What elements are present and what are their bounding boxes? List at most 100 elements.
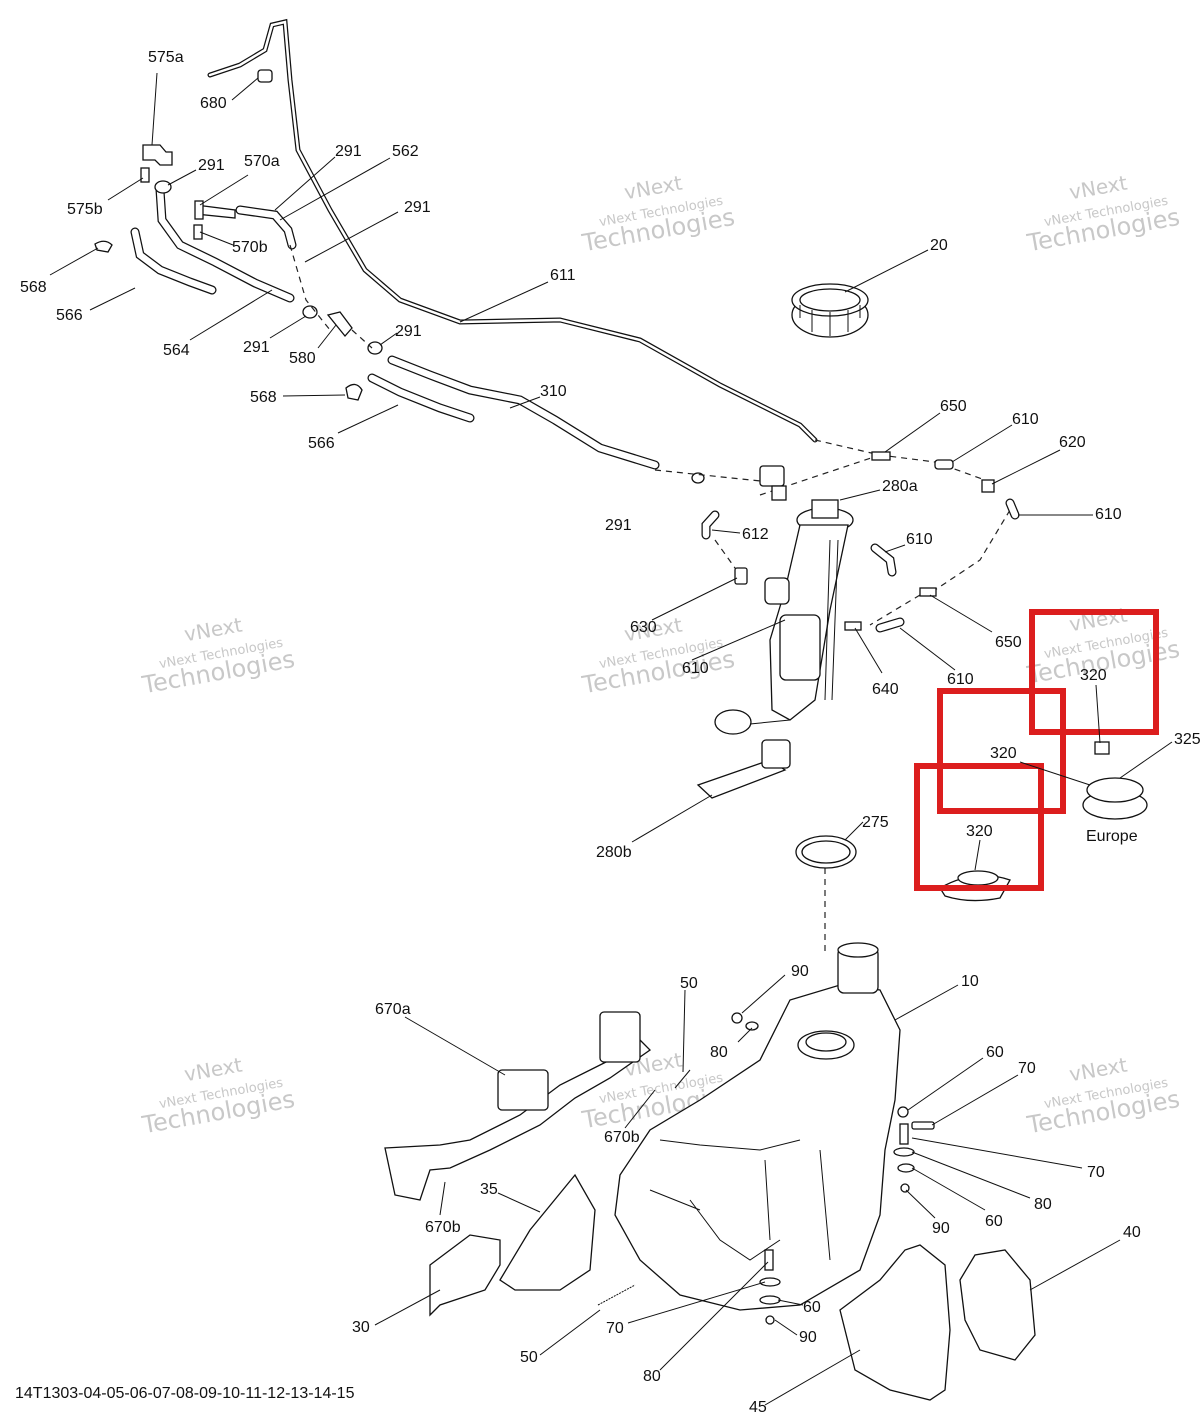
connector-580 [326,311,353,338]
spring-50-b [597,1284,636,1306]
label-60: 60 [986,1044,1004,1061]
label-612: 612 [742,526,769,543]
label-40: 40 [1123,1224,1141,1241]
fitting-650-b [919,587,937,597]
dashed-connector [289,244,331,331]
clip-568-a [94,240,113,253]
hose-564 [155,185,295,303]
svg-text:vNext: vNext [622,171,684,205]
connector-575a [142,72,173,166]
label-562: 562 [392,143,419,160]
callout-labels: 575a 680 291 570a 291 562 575b 291 570b … [20,49,1200,1414]
label-610: 610 [1095,506,1122,523]
label-60: 60 [985,1213,1003,1230]
cover-40 [959,1249,1036,1361]
label-566: 566 [308,435,335,452]
dashed-connector [814,439,986,481]
label-90: 90 [799,1329,817,1346]
watermark-low-left: vNext vNext Technologies Technologies [139,1053,297,1140]
label-70: 70 [1018,1060,1036,1077]
diagram-part-code: 14T1303-04-05-06-07-08-09-10-11-12-13-14… [15,1385,355,1402]
nut-60-a [897,1106,909,1118]
connector-plug [759,465,787,501]
nut-60-b [897,1163,915,1173]
label-70: 70 [606,1320,624,1337]
clip-568-b [345,383,363,401]
hose-562 [235,205,297,250]
highlight-box-320-middle [937,688,1066,814]
label-80: 80 [643,1368,661,1385]
dashed-connector [869,594,921,626]
label-630: 630 [630,619,657,636]
screw-70-b [899,1123,909,1145]
label-90: 90 [791,963,809,980]
label-580: 580 [289,350,316,367]
watermark-top-right: vNext vNext Technologies Technologies [1024,171,1182,258]
label-310: 310 [540,383,567,400]
svg-text:vNext: vNext [1067,171,1129,205]
label-670b: 670b [425,1219,461,1236]
vent-line-611 [207,18,818,443]
label-50: 50 [520,1349,538,1366]
label-35: 35 [480,1181,498,1198]
label-320: 320 [966,823,993,840]
label-568: 568 [20,279,47,296]
label-280b: 280b [596,844,632,861]
label-291: 291 [605,517,632,534]
tee-570a [194,200,236,220]
label-30: 30 [352,1319,370,1336]
label-680: 680 [200,95,227,112]
label-566: 566 [56,307,83,324]
label-291: 291 [404,199,431,216]
clamp-291-a [154,180,172,194]
label-60: 60 [803,1299,821,1316]
spring-50-a [674,1069,691,1089]
highlight-box-320-bottom [914,763,1044,891]
washer-80-a [745,1021,759,1031]
label-291: 291 [395,323,422,340]
dashed-connector [934,509,1011,591]
label-575a: 575a [148,49,184,66]
label-568: 568 [250,389,277,406]
svg-text:vNext: vNext [1067,603,1129,637]
label-320: 320 [990,745,1017,762]
watermark-low-right: vNext vNext Technologies Technologies [1024,1053,1182,1140]
label-80: 80 [1034,1196,1052,1213]
label-90: 90 [932,1220,950,1237]
screw-70-a [911,1121,935,1130]
label-291: 291 [198,157,225,174]
clamp-291-d [691,472,705,484]
label-80: 80 [710,1044,728,1061]
label-291: 291 [335,143,362,160]
label-europe: Europe [1086,828,1138,845]
label-275: 275 [862,814,889,831]
dashed-connector [654,469,771,483]
label-620: 620 [1059,434,1086,451]
watermark-mid-left: vNext vNext Technologies Technologies [139,613,297,700]
lock-ring-20 [791,283,869,338]
svg-text:vNext: vNext [182,1053,244,1087]
label-570a: 570a [244,153,280,170]
label-10: 10 [961,973,979,990]
hose-610-c [870,543,897,577]
label-45: 45 [749,1399,767,1414]
bracket-670a [384,1011,652,1201]
leader-lines [49,77,1173,1406]
heat-shield-30 [429,1234,501,1317]
svg-text:vNext: vNext [182,613,244,647]
label-650: 650 [940,398,967,415]
hose-610-b [1005,498,1020,520]
clip-570b [193,224,203,240]
nut-90-b [900,1183,910,1193]
fuel-cap-europe-325 [1082,741,1148,820]
label-610: 610 [682,660,709,677]
label-50: 50 [680,975,698,992]
fuel-tank-10 [614,942,901,1311]
washer-80-b [893,1147,915,1157]
label-564: 564 [163,342,190,359]
nut-90-a [731,1012,743,1024]
fuel-pump-280a [714,499,854,735]
hose-610-d [875,617,905,633]
cover-45 [839,1244,951,1401]
